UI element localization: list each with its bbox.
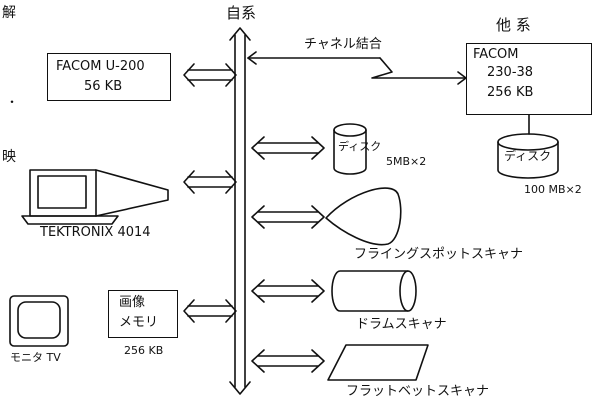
flying-spot-scanner-icon	[325, 187, 402, 246]
remote-disk-cylinder-icon	[497, 133, 559, 179]
facom-u200-box: FACOM U-200 56 KB	[47, 53, 171, 101]
arrow-image-memory	[183, 299, 237, 323]
margin-glyph: ・	[6, 95, 19, 109]
monitor-tv-icon	[9, 295, 69, 347]
disk-capacity: 5MB×2	[386, 155, 427, 168]
bus-label: 自系	[226, 4, 257, 22]
arrow-disk	[251, 136, 325, 160]
image-memory-capacity: 256 KB	[124, 344, 164, 357]
margin-glyph: 解	[2, 5, 16, 21]
facom-u200-name: FACOM U-200	[56, 59, 145, 74]
margin-glyph: 映	[2, 149, 16, 165]
system-bus	[229, 27, 251, 395]
remote-disk-capacity: 100 MB×2	[524, 183, 582, 196]
tektronix-label: TEKTRONIX 4014	[40, 225, 151, 240]
image-memory-box: 画像 メモリ	[108, 290, 178, 338]
arrow-drum	[251, 279, 325, 303]
arrow-facom-u200	[183, 63, 237, 87]
arrow-flying-spot	[251, 205, 325, 229]
other-system-label: 他 系	[496, 16, 531, 34]
remote-disk-label: ディスク	[504, 149, 552, 163]
arrow-flatbed	[251, 349, 325, 373]
flatbed-scanner-label: フラットベットスキャナ	[346, 384, 490, 399]
disk-cylinder-icon	[333, 123, 367, 175]
facom-230-38-memory: 256 KB	[487, 85, 534, 100]
monitor-tv-label: モニタ TV	[10, 351, 61, 364]
drum-scanner-icon	[331, 270, 417, 312]
image-memory-line2: メモリ	[119, 315, 159, 330]
image-memory-line1: 画像	[119, 295, 146, 310]
facom-230-38-box: FACOM 230-38 256 KB	[466, 43, 592, 115]
tektronix-terminal-icon	[21, 169, 169, 225]
facom-230-38-line1: FACOM	[473, 47, 519, 62]
channel-link	[247, 51, 467, 85]
drum-scanner-label: ドラムスキャナ	[356, 317, 447, 332]
flying-spot-scanner-label: フライングスポットスキャナ	[354, 247, 524, 262]
facom-230-38-line2: 230-38	[487, 65, 534, 80]
arrow-tektronix	[183, 170, 237, 194]
channel-link-label: チャネル結合	[304, 37, 382, 52]
facom-u200-memory: 56 KB	[84, 79, 123, 94]
disk-label: ディスク	[338, 140, 382, 153]
flatbed-scanner-icon	[327, 344, 429, 381]
